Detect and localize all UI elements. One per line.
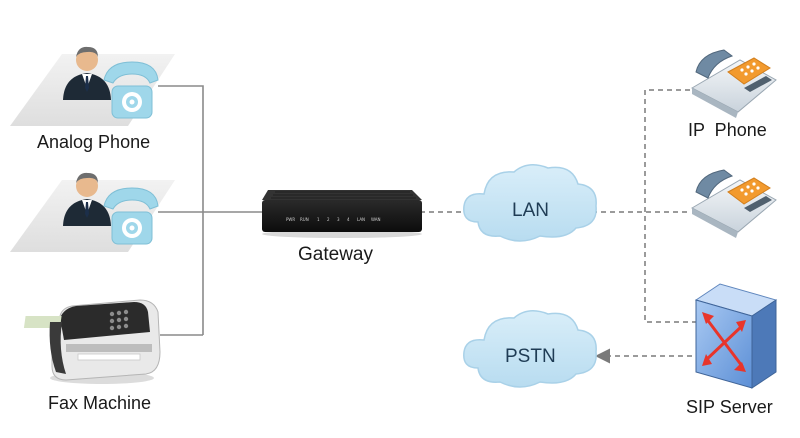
analog-phone-card-1 <box>10 46 175 126</box>
analog-connections <box>158 85 265 336</box>
svg-text:2: 2 <box>327 217 330 222</box>
ip-phone-label: IP Phone <box>688 120 767 140</box>
pstn-cloud <box>463 310 597 388</box>
pstn-label: PSTN <box>505 346 556 367</box>
lan-label: LAN <box>512 200 549 221</box>
gateway-device: PWR RUN 1 2 3 4 LAN WAN <box>262 190 422 238</box>
fax-machine-label: Fax Machine <box>48 393 152 413</box>
svg-text:PWR: PWR <box>286 217 295 222</box>
ip-connections <box>420 89 700 323</box>
ip-phone-icon <box>690 49 777 118</box>
svg-text:LAN: LAN <box>357 217 365 222</box>
sip-server-label: SIP Server <box>686 397 773 417</box>
ip-phone-icon <box>690 169 777 238</box>
analog-phone-card-2 <box>10 172 175 252</box>
sip-server-icon <box>694 283 778 389</box>
user-icon <box>63 172 111 226</box>
lan-cloud <box>463 164 597 242</box>
analog-phone-label: Analog Phone <box>37 132 151 152</box>
svg-text:1: 1 <box>317 217 320 222</box>
svg-text:4: 4 <box>347 217 350 222</box>
analog-phone-icon <box>103 187 159 245</box>
svg-text:WAN: WAN <box>371 217 380 222</box>
user-icon <box>63 46 111 100</box>
svg-text:3: 3 <box>337 217 340 222</box>
routing-arrows-icon <box>704 316 744 368</box>
gateway-label: Gateway <box>298 244 373 265</box>
gateway-port-leds: PWR RUN 1 2 3 4 LAN WAN <box>286 217 380 222</box>
analog-phone-icon <box>103 61 159 119</box>
fax-machine-icon <box>23 299 161 384</box>
svg-text:RUN: RUN <box>300 217 309 222</box>
